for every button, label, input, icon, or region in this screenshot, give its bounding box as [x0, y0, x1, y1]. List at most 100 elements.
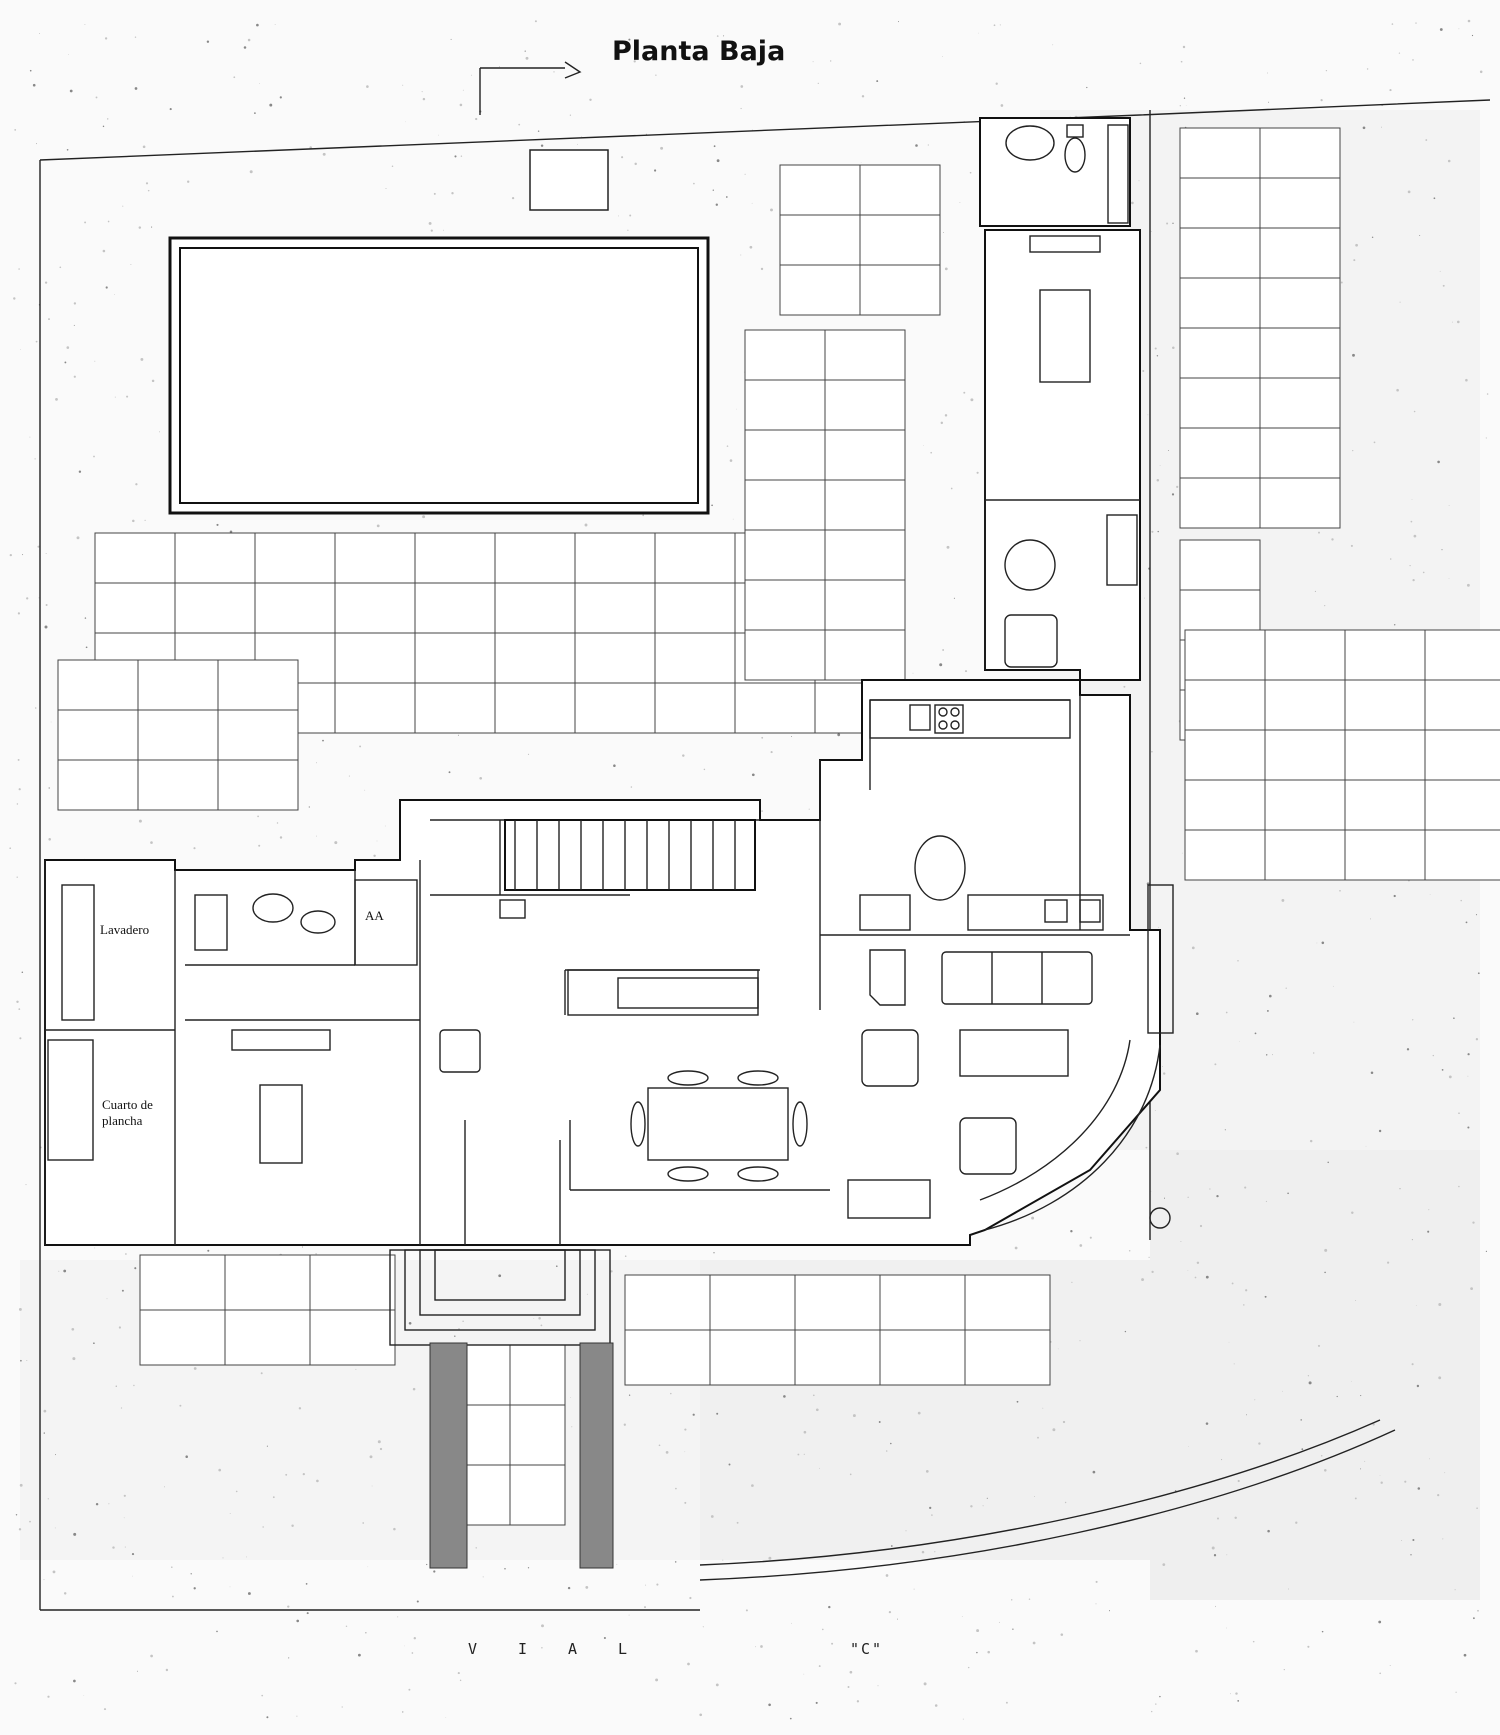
- texture-speck: [1237, 960, 1239, 962]
- texture-speck: [633, 60, 636, 63]
- road-letter-a: A: [568, 1640, 580, 1658]
- texture-speck: [1415, 1304, 1417, 1306]
- texture-speck: [416, 1600, 419, 1603]
- texture-speck: [660, 146, 664, 150]
- texture-speck: [732, 518, 734, 520]
- texture-speck: [1485, 437, 1487, 439]
- texture-speck: [687, 1662, 690, 1666]
- texture-speck: [1244, 1186, 1247, 1189]
- texture-speck: [1079, 1340, 1081, 1342]
- texture-speck: [1195, 1012, 1199, 1016]
- paver-tile: [744, 629, 826, 681]
- texture-speck: [142, 145, 146, 149]
- texture-speck: [430, 229, 433, 232]
- texture-speck: [541, 1624, 544, 1628]
- texture-speck: [986, 1497, 988, 1499]
- texture-speck: [298, 1407, 302, 1410]
- texture-speck: [1188, 1446, 1190, 1447]
- paver-tile: [879, 1329, 966, 1386]
- texture-speck: [1475, 914, 1478, 916]
- texture-speck: [296, 1619, 300, 1623]
- texture-speck: [585, 1585, 589, 1589]
- texture-speck: [1378, 1129, 1382, 1133]
- texture-speck: [147, 189, 150, 192]
- texture-speck: [1458, 1112, 1460, 1115]
- paver-tile: [334, 582, 416, 634]
- texture-speck: [1042, 1407, 1044, 1409]
- texture-speck: [1233, 1363, 1235, 1365]
- texture-speck: [970, 398, 974, 402]
- texture-speck: [322, 739, 324, 742]
- texture-speck: [815, 1701, 818, 1704]
- paver-tile: [1259, 427, 1341, 479]
- texture-speck: [1151, 1270, 1154, 1274]
- texture-speck: [537, 130, 540, 132]
- texture-speck: [1300, 1419, 1302, 1421]
- texture-speck: [885, 1450, 888, 1452]
- texture-speck: [1172, 346, 1175, 350]
- texture-speck: [1437, 1493, 1440, 1497]
- texture-speck: [1159, 465, 1161, 467]
- texture-speck: [1352, 449, 1354, 452]
- texture-speck: [1089, 1236, 1092, 1239]
- texture-speck: [540, 1324, 543, 1327]
- texture-speck: [393, 1527, 396, 1531]
- texture-speck: [1062, 1420, 1066, 1424]
- texture-speck: [1181, 852, 1183, 854]
- paver-tile: [624, 1329, 711, 1386]
- texture-speck: [257, 815, 259, 818]
- texture-speck: [1479, 70, 1483, 74]
- texture-speck: [711, 504, 713, 507]
- texture-speck: [34, 458, 36, 460]
- texture-speck: [1139, 62, 1142, 65]
- texture-speck: [586, 1293, 588, 1295]
- texture-speck: [1393, 894, 1396, 898]
- texture-speck: [52, 1570, 56, 1574]
- texture-speck: [818, 1665, 821, 1668]
- texture-speck: [1406, 1048, 1410, 1051]
- texture-speck: [915, 144, 918, 147]
- texture-speck: [1320, 1454, 1323, 1457]
- texture-speck: [93, 1342, 95, 1345]
- paver-tile: [57, 709, 139, 761]
- paver-tile: [779, 264, 861, 316]
- texture-speck: [64, 361, 67, 364]
- texture-speck: [674, 1561, 677, 1563]
- texture-speck: [1393, 624, 1396, 626]
- texture-speck: [603, 1636, 606, 1640]
- texture-speck: [1295, 1521, 1298, 1524]
- texture-speck: [16, 876, 18, 878]
- texture-speck: [878, 1421, 881, 1423]
- texture-speck: [1389, 558, 1392, 560]
- paver-tile: [709, 1274, 796, 1331]
- texture-speck: [134, 36, 137, 38]
- texture-speck: [665, 1451, 669, 1454]
- texture-speck: [962, 1718, 964, 1720]
- texture-speck: [715, 1683, 719, 1687]
- texture-speck: [939, 663, 943, 667]
- paver-tile: [309, 1254, 396, 1311]
- texture-speck: [134, 87, 138, 90]
- texture-speck: [1016, 1400, 1019, 1403]
- paver-tile: [879, 1274, 966, 1331]
- texture-speck: [71, 1327, 75, 1331]
- texture-speck: [1180, 1240, 1182, 1243]
- texture-speck: [934, 1704, 938, 1707]
- texture-speck: [819, 1467, 821, 1469]
- texture-speck: [404, 1645, 406, 1647]
- texture-speck: [1086, 86, 1088, 89]
- texture-speck: [1352, 353, 1355, 357]
- paver-tile: [1184, 729, 1266, 781]
- texture-speck: [1378, 1620, 1382, 1624]
- texture-speck: [21, 971, 24, 974]
- texture-speck: [716, 159, 720, 163]
- texture-speck: [524, 50, 526, 52]
- texture-speck: [222, 1557, 224, 1559]
- texture-speck: [1379, 1672, 1382, 1675]
- texture-speck: [44, 625, 48, 629]
- texture-speck: [1214, 1605, 1217, 1608]
- texture-speck: [1415, 22, 1417, 24]
- texture-speck: [1195, 1649, 1198, 1653]
- texture-speck: [1144, 597, 1146, 599]
- texture-speck: [740, 254, 742, 256]
